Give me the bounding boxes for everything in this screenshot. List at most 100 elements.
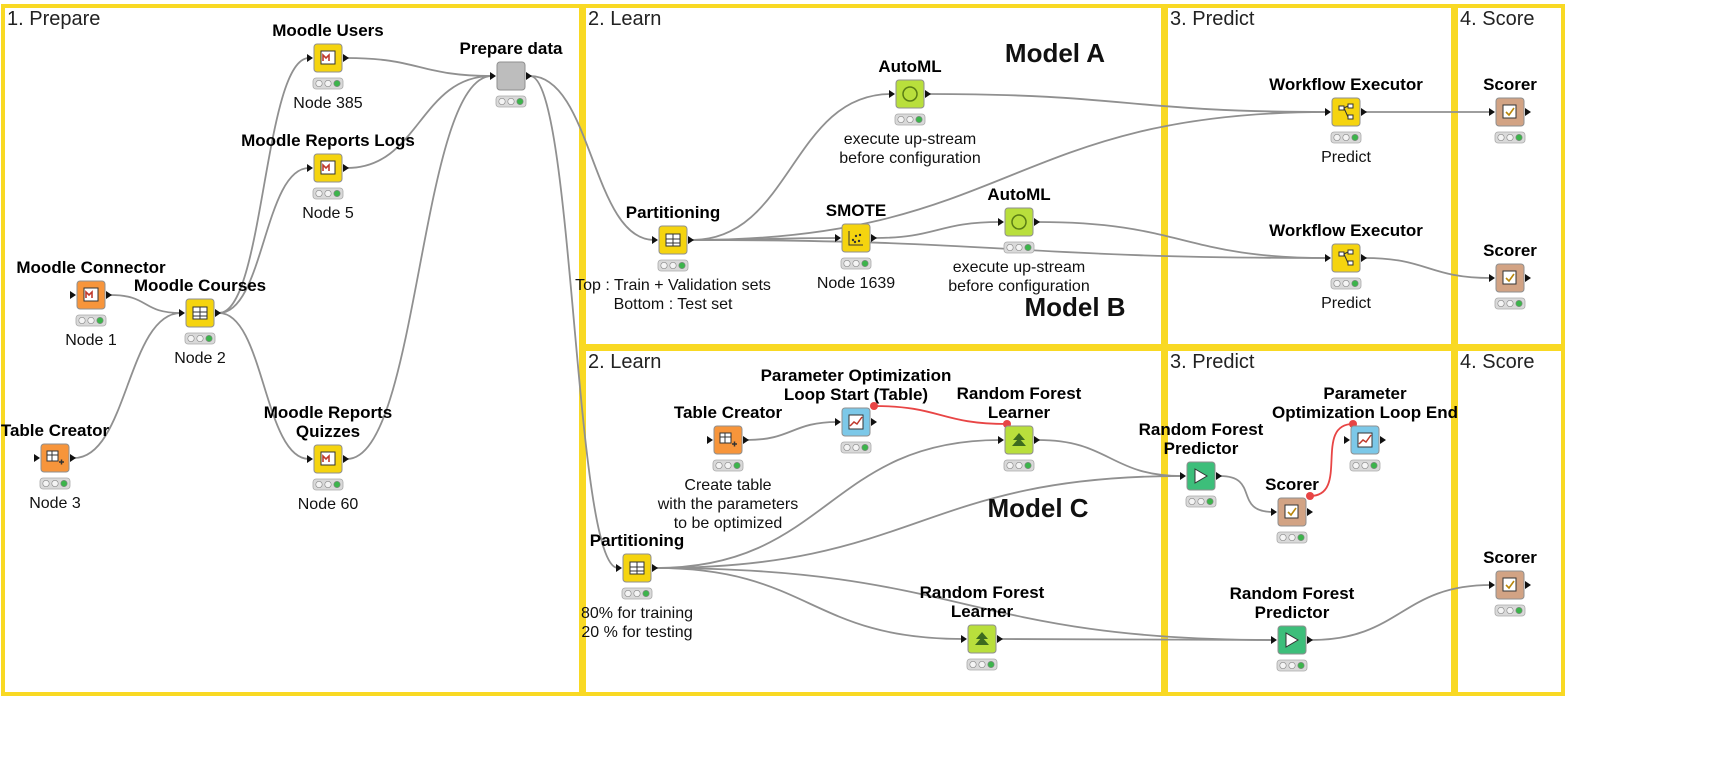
- connection-moodle-courses-to-moodle-users[interactable]: [218, 57, 310, 314]
- node-title[interactable]: Moodle Courses: [134, 276, 266, 295]
- connection-rf-learner-1-to-rf-predictor-1[interactable]: [1037, 439, 1183, 477]
- node-label[interactable]: Predict: [1321, 149, 1371, 166]
- node-label[interactable]: before configuration: [839, 150, 980, 167]
- node-moodle-users[interactable]: [307, 43, 349, 90]
- input-port[interactable]: [1271, 508, 1277, 516]
- node-workflow-executor-1[interactable]: [1325, 97, 1367, 144]
- connection-partitioning-c-to-rf-learner-1[interactable]: [655, 439, 1001, 569]
- node-table-creator-1[interactable]: [34, 443, 76, 490]
- output-port[interactable]: [526, 72, 532, 80]
- input-port[interactable]: [652, 236, 658, 244]
- output-port[interactable]: [871, 418, 877, 426]
- node-label[interactable]: Node 60: [298, 496, 359, 513]
- input-port[interactable]: [998, 436, 1004, 444]
- node-label[interactable]: 80% for training: [581, 605, 693, 622]
- input-port[interactable]: [307, 455, 313, 463]
- node-title[interactable]: Partitioning: [626, 203, 720, 222]
- node-partitioning-a[interactable]: [652, 225, 694, 272]
- output-port[interactable]: [652, 564, 658, 572]
- connection-rf-learner-2-to-rf-predictor-2[interactable]: [1000, 638, 1274, 641]
- node-title[interactable]: Learner: [988, 403, 1051, 422]
- input-port[interactable]: [1325, 254, 1331, 262]
- node-rf-learner-2[interactable]: [961, 624, 1003, 671]
- connection-partitioning-c-to-rf-predictor-2[interactable]: [655, 567, 1274, 641]
- node-title[interactable]: Random Forest: [920, 583, 1045, 602]
- output-port[interactable]: [997, 635, 1003, 643]
- node-title[interactable]: Random Forest: [1230, 584, 1355, 603]
- node-label[interactable]: before configuration: [948, 278, 1089, 295]
- connection-rf-predictor-1-to-scorer-c1[interactable]: [1219, 475, 1274, 513]
- output-port[interactable]: [1525, 581, 1531, 589]
- node-title[interactable]: Scorer: [1483, 75, 1537, 94]
- output-port[interactable]: [925, 90, 931, 98]
- node-label[interactable]: Create table: [684, 477, 771, 494]
- node-scorer-a1[interactable]: [1489, 97, 1531, 144]
- node-title[interactable]: Optimization Loop End: [1272, 403, 1458, 422]
- connection-scorer-c1-to-param-opt-end[interactable]: [1309, 423, 1354, 497]
- input-port[interactable]: [1180, 472, 1186, 480]
- node-title[interactable]: AutoML: [987, 185, 1050, 204]
- annotation-predict-c[interactable]: 3. Predict: [1164, 347, 1455, 696]
- input-port[interactable]: [490, 72, 496, 80]
- node-label[interactable]: Node 2: [174, 350, 226, 367]
- node-title[interactable]: Moodle Reports: [264, 403, 392, 422]
- connection-partitioning-a-to-workflow-executor-1[interactable]: [691, 111, 1328, 241]
- annotation-learn-c[interactable]: 2. Learn: [582, 347, 1165, 696]
- node-label[interactable]: Node 385: [293, 95, 362, 112]
- input-port[interactable]: [70, 291, 76, 299]
- input-port[interactable]: [616, 564, 622, 572]
- node-title[interactable]: Predictor: [1164, 439, 1239, 458]
- node-title[interactable]: Moodle Users: [272, 21, 383, 40]
- node-title[interactable]: Loop Start (Table): [784, 385, 928, 404]
- node-prepare-data[interactable]: [490, 61, 532, 108]
- connection-moodle-courses-to-moodle-reports-quizzes[interactable]: [218, 312, 310, 460]
- node-automl-1[interactable]: [889, 79, 931, 126]
- connection-automl-2-to-workflow-executor-2[interactable]: [1037, 221, 1328, 259]
- node-table-creator-2[interactable]: [707, 425, 749, 472]
- output-port[interactable]: [871, 234, 877, 242]
- output-port[interactable]: [215, 309, 221, 317]
- connection-table-creator-1-to-moodle-courses[interactable]: [73, 312, 182, 459]
- node-title[interactable]: AutoML: [878, 57, 941, 76]
- connection-moodle-courses-to-moodle-reports-logs[interactable]: [218, 167, 310, 314]
- node-title[interactable]: Scorer: [1483, 548, 1537, 567]
- node-rf-predictor-2[interactable]: [1271, 625, 1313, 672]
- node-body[interactable]: [496, 61, 526, 91]
- output-port[interactable]: [743, 436, 749, 444]
- annotation-score-c[interactable]: 4. Score: [1454, 347, 1565, 696]
- annotation-prepare[interactable]: 1. Prepare: [1, 4, 583, 696]
- node-smote[interactable]: [835, 223, 877, 270]
- node-title[interactable]: SMOTE: [826, 201, 886, 220]
- node-label[interactable]: Top : Train + Validation sets: [575, 277, 771, 294]
- node-title[interactable]: Learner: [951, 602, 1014, 621]
- input-port[interactable]: [1344, 436, 1350, 444]
- node-partitioning-c[interactable]: [616, 553, 658, 600]
- input-port[interactable]: [961, 635, 967, 643]
- node-title[interactable]: Scorer: [1483, 241, 1537, 260]
- node-label[interactable]: Bottom : Test set: [614, 296, 733, 313]
- node-title[interactable]: Predictor: [1255, 603, 1330, 622]
- connection-param-opt-start-to-rf-learner-1[interactable]: [873, 405, 1008, 425]
- connection-moodle-users-to-prepare-data[interactable]: [346, 57, 493, 77]
- node-title[interactable]: Table Creator: [1, 421, 110, 440]
- node-scorer-c2[interactable]: [1489, 570, 1531, 617]
- connection-moodle-reports-logs-to-prepare-data[interactable]: [346, 75, 493, 169]
- node-title[interactable]: Prepare data: [460, 39, 564, 58]
- output-port[interactable]: [70, 454, 76, 462]
- node-workflow-executor-2[interactable]: [1325, 243, 1367, 290]
- connection-automl-1-to-workflow-executor-1[interactable]: [928, 93, 1328, 113]
- input-port[interactable]: [1489, 274, 1495, 282]
- node-scorer-c1[interactable]: [1271, 497, 1313, 544]
- output-port[interactable]: [1361, 108, 1367, 116]
- connection-rf-predictor-2-to-scorer-c2[interactable]: [1310, 584, 1492, 641]
- node-label[interactable]: Node 5: [302, 205, 354, 222]
- connection-partitioning-c-to-rf-predictor-1[interactable]: [655, 475, 1183, 569]
- connection-smote-to-automl-2[interactable]: [874, 221, 1001, 239]
- node-moodle-courses[interactable]: [179, 298, 221, 345]
- annotation-score-a[interactable]: 4. Score: [1454, 4, 1565, 348]
- connection-workflow-executor-2-to-scorer-a2[interactable]: [1364, 257, 1492, 279]
- node-param-opt-end[interactable]: [1344, 425, 1386, 472]
- node-title[interactable]: Parameter Optimization: [761, 366, 952, 385]
